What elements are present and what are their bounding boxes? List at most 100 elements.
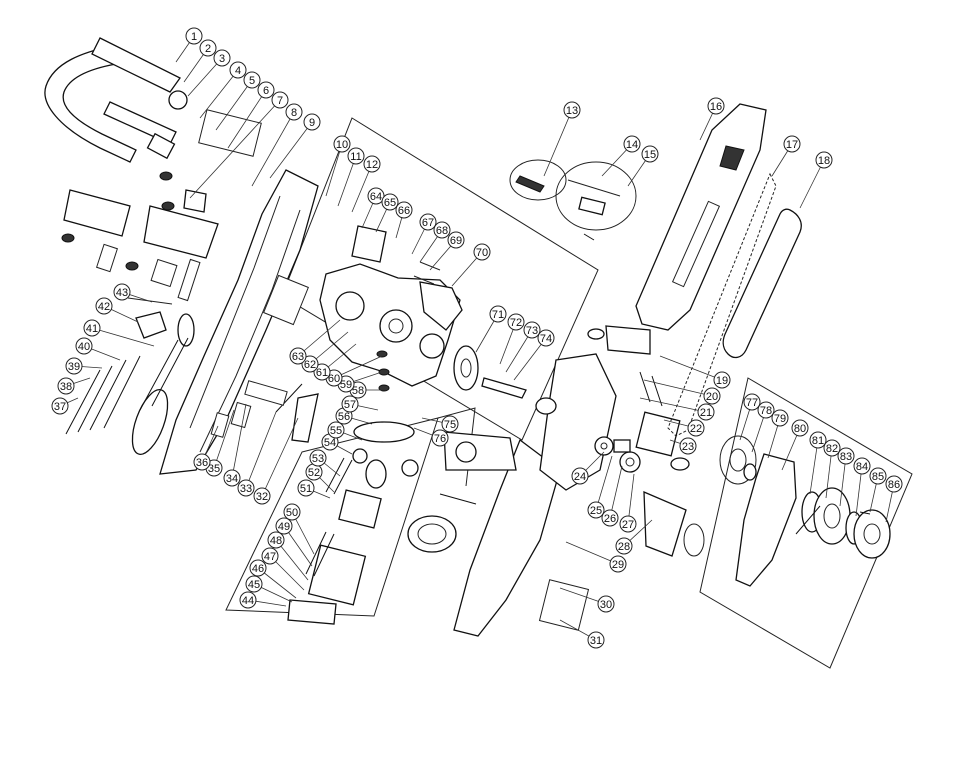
callout-3: 3 xyxy=(187,49,231,97)
callout-1: 1 xyxy=(175,27,203,63)
callout-38: 38 xyxy=(57,377,91,395)
callout-number: 26 xyxy=(604,513,616,525)
callout-circle xyxy=(783,135,801,153)
callout-circle xyxy=(193,453,211,471)
callout-number: 72 xyxy=(510,317,522,329)
callout-11: 11 xyxy=(337,147,365,207)
callout-25: 25 xyxy=(587,455,613,519)
callout-leader xyxy=(351,163,373,213)
callout-32: 32 xyxy=(253,417,299,505)
callout-number: 71 xyxy=(492,309,504,321)
callout-circle xyxy=(239,591,257,609)
callout-37: 37 xyxy=(51,397,79,415)
callout-number: 82 xyxy=(826,443,838,455)
callout-13: 13 xyxy=(543,101,581,177)
callout-number: 76 xyxy=(434,433,446,445)
callout-number: 77 xyxy=(746,397,758,409)
callout-circle xyxy=(301,355,319,373)
callout-27: 27 xyxy=(619,473,637,533)
callout-number: 8 xyxy=(291,107,297,119)
callout-number: 5 xyxy=(249,75,255,87)
gearbox-group-box xyxy=(281,117,599,441)
callout-circle xyxy=(441,415,459,433)
callout-number: 84 xyxy=(856,461,868,473)
callout-number: 58 xyxy=(352,385,364,397)
callout-number: 38 xyxy=(60,381,72,393)
callout-circle xyxy=(537,329,555,347)
callout-leader xyxy=(297,319,341,357)
callout-number: 51 xyxy=(300,483,312,495)
callout-number: 66 xyxy=(398,205,410,217)
callout-leader xyxy=(325,143,343,197)
callout-43: 43 xyxy=(113,283,153,303)
callout-number: 52 xyxy=(308,467,320,479)
callout-number: 54 xyxy=(324,437,336,449)
trigger-parts xyxy=(210,380,319,443)
callout-circle xyxy=(433,221,451,239)
callout-66: 66 xyxy=(395,201,413,239)
callout-number: 30 xyxy=(600,599,612,611)
callout-circle xyxy=(823,439,841,457)
callout-number: 48 xyxy=(270,535,282,547)
callout-circle xyxy=(601,509,619,527)
callout-77: 77 xyxy=(739,393,761,441)
callout-circle xyxy=(587,631,605,649)
callout-number: 16 xyxy=(710,101,722,113)
callout-41: 41 xyxy=(83,319,155,347)
callout-number: 4 xyxy=(235,65,241,77)
callout-48: 48 xyxy=(267,531,309,581)
callout-number: 2 xyxy=(205,43,211,55)
callout-number: 79 xyxy=(774,413,786,425)
callout-12: 12 xyxy=(351,155,381,213)
callout-62: 62 xyxy=(301,331,349,373)
callout-number: 47 xyxy=(264,551,276,563)
callout-63: 63 xyxy=(289,319,341,365)
callout-10: 10 xyxy=(325,135,351,197)
callout-number: 60 xyxy=(328,373,340,385)
callout-26: 26 xyxy=(601,465,623,527)
callout-circle xyxy=(283,503,301,521)
callout-number: 29 xyxy=(612,559,624,571)
callout-number: 40 xyxy=(78,341,90,353)
callout-number: 75 xyxy=(444,419,456,431)
callout-number: 86 xyxy=(888,479,900,491)
callout-number: 41 xyxy=(86,323,98,335)
bar-cover xyxy=(719,435,891,587)
callout-circle xyxy=(619,515,637,533)
callout-number: 18 xyxy=(818,155,830,167)
callout-circle xyxy=(275,517,293,535)
callout-circle xyxy=(615,537,633,555)
callout-circle xyxy=(185,27,203,45)
callout-number: 56 xyxy=(338,411,350,423)
callout-50: 50 xyxy=(283,503,315,555)
callout-70: 70 xyxy=(451,243,491,287)
callout-22: 22 xyxy=(663,419,705,437)
callout-number: 63 xyxy=(292,351,304,363)
callout-circle xyxy=(313,363,331,381)
callout-circle xyxy=(381,193,399,211)
callout-number: 55 xyxy=(330,425,342,437)
callout-7: 7 xyxy=(189,91,289,199)
callout-number: 78 xyxy=(760,405,772,417)
callout-circle xyxy=(347,147,365,165)
callout-circle xyxy=(249,559,267,577)
callout-number: 42 xyxy=(98,301,110,313)
callout-leader xyxy=(269,121,313,179)
callout-circle xyxy=(743,393,761,411)
callout-leader xyxy=(565,541,619,565)
callout-44: 44 xyxy=(239,591,287,609)
callout-leader xyxy=(513,337,547,381)
callout-31: 31 xyxy=(559,619,605,649)
callout-number: 34 xyxy=(226,473,238,485)
callout-circle xyxy=(57,377,75,395)
callout-circle xyxy=(853,457,871,475)
callout-39: 39 xyxy=(65,357,103,375)
callout-73: 73 xyxy=(505,321,541,373)
switch-parts xyxy=(61,171,219,455)
callout-circle xyxy=(419,213,437,231)
callout-circle xyxy=(75,337,93,355)
callout-67: 67 xyxy=(411,213,437,255)
callout-number: 49 xyxy=(278,521,290,533)
callout-circle xyxy=(587,501,605,519)
